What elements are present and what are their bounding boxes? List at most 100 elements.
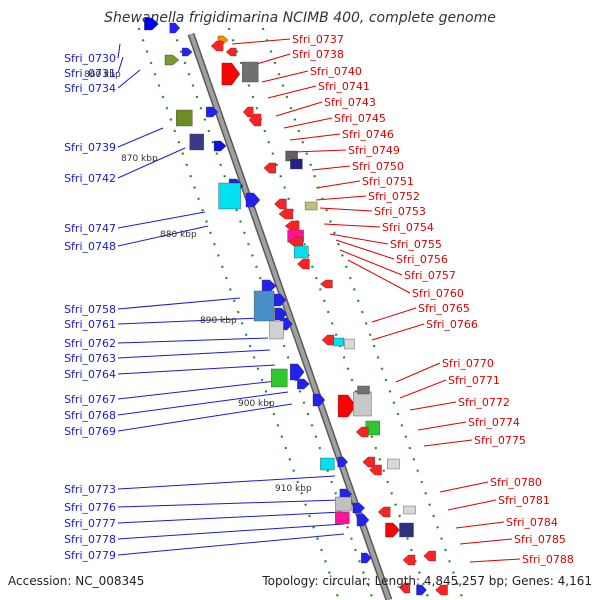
gene-label-right[interactable]: Sfri_0750 [352, 160, 404, 173]
leader-line [117, 147, 186, 179]
leader-line [117, 364, 276, 375]
gene-label-right[interactable]: Sfri_0752 [368, 190, 420, 203]
gene-glyph [321, 334, 335, 346]
gene-glyph [356, 513, 370, 527]
gene-glyph [278, 208, 294, 220]
leader-line [339, 249, 403, 276]
gene-label-left[interactable]: Sfri_0764 [64, 368, 116, 381]
gene-label-left[interactable]: Sfri_0768 [64, 409, 116, 422]
kbp-marker: 900 kbp [238, 399, 275, 409]
leader-line [371, 307, 417, 323]
gene-label-right[interactable]: Sfri_0749 [348, 144, 400, 157]
gene-glyph [274, 307, 288, 321]
gene-label-left[interactable]: Sfri_0767 [64, 393, 116, 406]
leader-line [283, 117, 333, 129]
gene-glyph [387, 458, 400, 470]
gene-label-right[interactable]: Sfri_0780 [490, 476, 542, 489]
gene-glyph [353, 391, 372, 417]
gene-label-left[interactable]: Sfri_0739 [64, 141, 116, 154]
gene-glyph [335, 496, 352, 512]
gene-label-right[interactable]: Sfri_0753 [374, 205, 426, 218]
gene-label-left[interactable]: Sfri_0778 [64, 533, 116, 546]
gene-label-left[interactable]: Sfri_0779 [64, 549, 116, 562]
gene-label-left[interactable]: Sfri_0776 [64, 501, 116, 514]
gene-label-right[interactable]: Sfri_0775 [474, 434, 526, 447]
leader-line [275, 101, 323, 117]
gene-glyph [320, 457, 335, 471]
kbp-marker: 910 kbp [275, 484, 312, 494]
gene-glyph [176, 109, 193, 127]
gene-glyph [181, 47, 193, 57]
leader-line [293, 149, 347, 153]
gene-label-left[interactable]: Sfri_0773 [64, 483, 116, 496]
gene-label-right[interactable]: Sfri_0785 [514, 533, 566, 546]
gene-label-right[interactable]: Sfri_0751 [362, 175, 414, 188]
leader-line [315, 180, 361, 189]
gene-label-right[interactable]: Sfri_0745 [334, 112, 386, 125]
gene-label-right[interactable]: Sfri_0740 [310, 65, 362, 78]
gene-glyph [297, 258, 310, 270]
gene-glyph [357, 385, 370, 395]
gene-label-left[interactable]: Sfri_0747 [64, 222, 116, 235]
gene-glyph [369, 464, 382, 476]
leader-line [439, 481, 489, 493]
gene-label-left[interactable]: Sfri_0758 [64, 303, 116, 316]
gene-label-right[interactable]: Sfri_0771 [448, 374, 500, 387]
leader-line [117, 391, 289, 416]
topology-summary: Topology: circular; Length: 4,845,257 bp… [262, 574, 592, 588]
gene-label-left[interactable]: Sfri_0748 [64, 240, 116, 253]
gene-label-right[interactable]: Sfri_0765 [418, 302, 470, 315]
gene-glyph [344, 338, 355, 350]
gene-label-left[interactable]: Sfri_0763 [64, 352, 116, 365]
gene-glyph [288, 236, 303, 248]
gene-glyph [320, 279, 333, 289]
gene-label-right[interactable]: Sfri_0784 [506, 516, 558, 529]
gene-label-left[interactable]: Sfri_0761 [64, 318, 116, 331]
gene-glyph [218, 182, 241, 210]
leader-line [459, 538, 513, 545]
gene-label-right[interactable]: Sfri_0738 [292, 48, 344, 61]
gene-label-right[interactable]: Sfri_0781 [498, 494, 550, 507]
gene-label-right[interactable]: Sfri_0743 [324, 96, 376, 109]
gene-label-right[interactable]: Sfri_0788 [522, 553, 574, 566]
gene-label-right[interactable]: Sfri_0766 [426, 318, 478, 331]
gene-glyph [274, 198, 287, 210]
leader-line [117, 69, 141, 89]
gene-label-right[interactable]: Sfri_0755 [390, 238, 442, 251]
gene-glyph [337, 456, 348, 468]
gene-label-right[interactable]: Sfri_0741 [318, 80, 370, 93]
leader-line [117, 511, 343, 524]
gene-glyph [164, 54, 180, 66]
gene-label-right[interactable]: Sfri_0746 [342, 128, 394, 141]
gene-label-right[interactable]: Sfri_0756 [396, 253, 448, 266]
gene-glyph [377, 506, 391, 518]
gene-label-left[interactable]: Sfri_0777 [64, 517, 116, 530]
gene-label-right[interactable]: Sfri_0757 [404, 269, 456, 282]
gene-label-right[interactable]: Sfri_0737 [292, 33, 344, 46]
leader-line [267, 85, 317, 99]
leader-line [395, 362, 441, 383]
gene-label-left[interactable]: Sfri_0731 [64, 67, 116, 80]
gene-label-right[interactable]: Sfri_0770 [442, 357, 494, 370]
gene-label-left[interactable]: Sfri_0762 [64, 337, 116, 350]
gene-glyph [263, 162, 276, 174]
gene-label-left[interactable]: Sfri_0734 [64, 82, 116, 95]
gene-label-left[interactable]: Sfri_0730 [64, 52, 116, 65]
gene-label-right[interactable]: Sfri_0772 [458, 396, 510, 409]
gene-glyph [355, 426, 369, 438]
gene-glyph [294, 245, 309, 259]
gene-label-right[interactable]: Sfri_0760 [412, 287, 464, 300]
gene-glyph [402, 554, 416, 566]
leader-line [231, 38, 291, 45]
leader-line [447, 499, 497, 511]
kbp-marker: 890 kbp [200, 316, 237, 326]
gene-glyph [210, 40, 224, 52]
leader-line [117, 43, 121, 59]
gene-label-right[interactable]: Sfri_0754 [382, 221, 434, 234]
gene-glyph [335, 511, 350, 525]
leader-line [117, 403, 293, 432]
gene-label-left[interactable]: Sfri_0742 [64, 172, 116, 185]
gene-label-left[interactable]: Sfri_0769 [64, 425, 116, 438]
gene-label-right[interactable]: Sfri_0774 [468, 416, 520, 429]
leader-line [117, 499, 341, 508]
